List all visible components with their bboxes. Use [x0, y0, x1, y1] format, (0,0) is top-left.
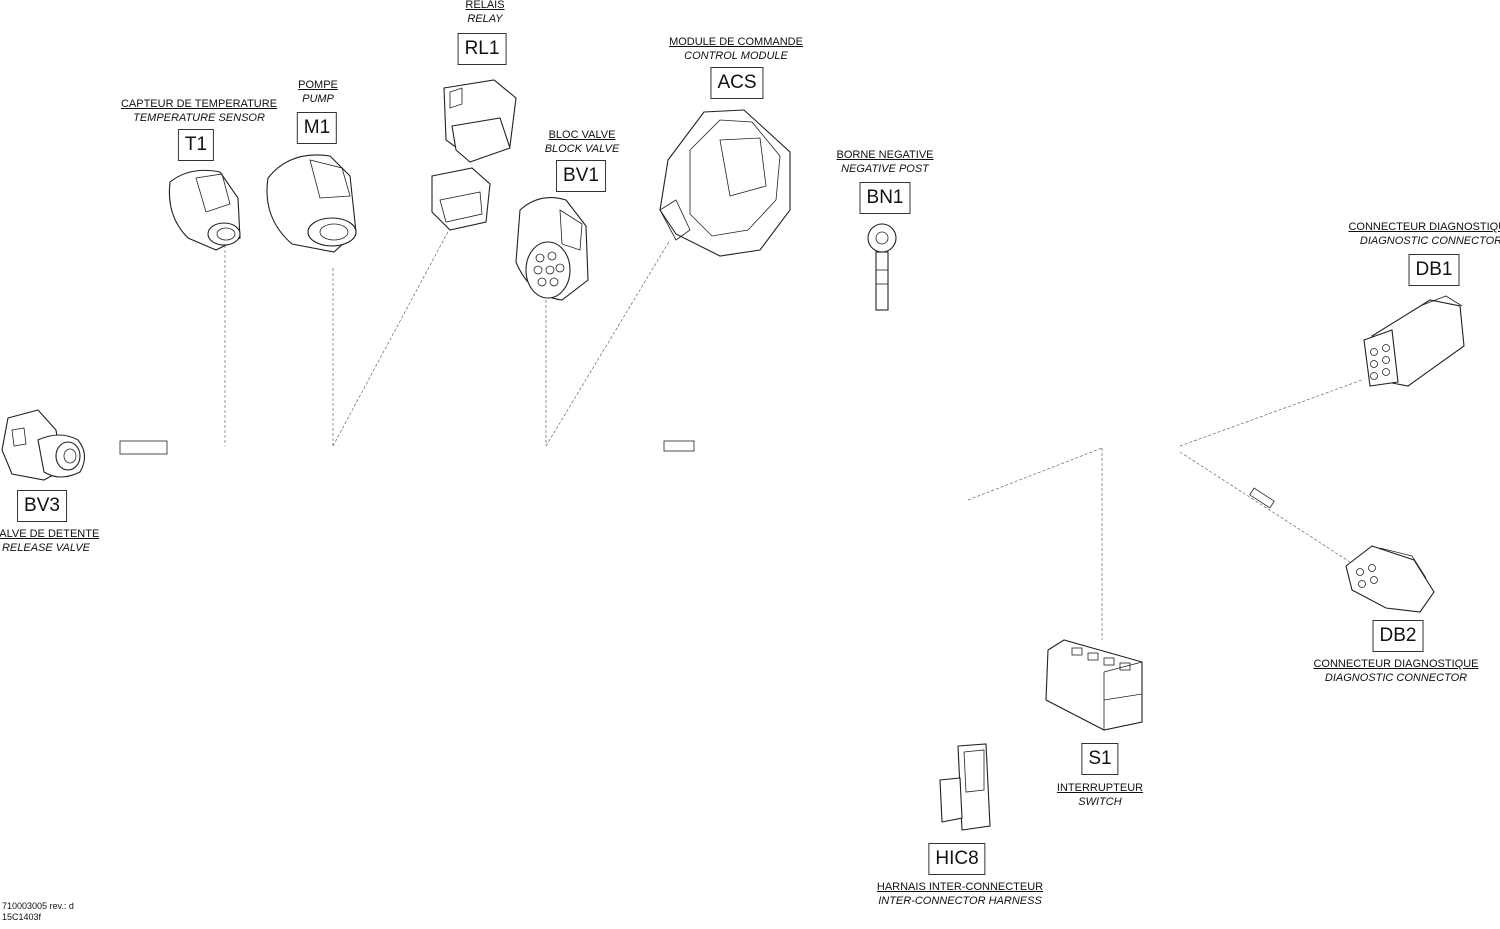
- label-t1-en: TEMPERATURE SENSOR: [133, 112, 265, 124]
- label-db2-fr: CONNECTEUR DIAGNOSTIQUE: [1313, 658, 1479, 670]
- pump-connector-icon: [266, 154, 357, 253]
- code-badge-bv1: BV1: [556, 160, 606, 192]
- negative-post-ring-terminal-icon: [867, 223, 897, 311]
- figure-code: 15C1403f: [2, 912, 42, 922]
- wire-db2: [1179, 451, 1351, 563]
- code-badge-bv3: BV3: [17, 490, 67, 522]
- code-badge-rl1: RL1: [457, 33, 507, 65]
- release-valve-connector-icon: [1, 409, 86, 481]
- label-hic8-fr: HARNAIS INTER-CONNECTEUR: [876, 881, 1044, 893]
- doc-number: 710003005 rev.: d: [2, 901, 74, 911]
- label-s1-en: SWITCH: [1078, 796, 1122, 808]
- label-acs-en: CONTROL MODULE: [684, 50, 788, 62]
- code-badge-db2: DB2: [1372, 620, 1424, 652]
- label-m1-en: PUMP: [302, 93, 334, 105]
- label-bv3-en: RELEASE VALVE: [1, 542, 91, 554]
- code-badge-t1: T1: [177, 129, 215, 161]
- label-rl1-fr: RELAIS: [465, 0, 505, 11]
- label-bn1: BORNE NEGATIVE NEGATIVE POST: [837, 148, 934, 176]
- inter-connector-harness-icon: [939, 743, 991, 831]
- label-s1: INTERRUPTEUR SWITCH: [1057, 781, 1143, 809]
- label-t1: CAPTEUR DE TEMPERATURE TEMPERATURE SENSO…: [121, 97, 277, 125]
- label-db2: CONNECTEUR DIAGNOSTIQUE DIAGNOSTIC CONNE…: [1313, 657, 1478, 685]
- control-module-connector-icon: [659, 109, 791, 257]
- label-db1-en: DIAGNOSTIC CONNECTOR: [1359, 235, 1500, 247]
- code-badge-acs: ACS: [710, 67, 764, 99]
- label-hic8: HARNAIS INTER-CONNECTEUR INTER-CONNECTOR…: [877, 880, 1043, 908]
- wire-branch-left: [967, 447, 1103, 501]
- label-bv1: BLOC VALVE BLOCK VALVE: [545, 128, 620, 156]
- wire-sleeve: [663, 440, 695, 452]
- harness-wires: [119, 227, 1363, 640]
- label-m1-fr: POMPE: [298, 79, 338, 91]
- block-valve-connector-icon: [515, 197, 589, 301]
- wire-sleeve: [1249, 487, 1275, 509]
- wire-db1: [1179, 379, 1363, 447]
- wire-acs: [545, 239, 671, 447]
- code-badge-hic8: HIC8: [928, 843, 986, 875]
- label-bv1-fr: BLOC VALVE: [548, 129, 616, 141]
- diagnostic-connector-db2-icon: [1345, 545, 1435, 613]
- label-bv1-en: BLOCK VALVE: [544, 143, 620, 155]
- temperature-sensor-connector-icon: [168, 169, 241, 251]
- label-m1: POMPE PUMP: [298, 78, 338, 106]
- code-badge-s1: S1: [1081, 743, 1119, 775]
- label-bv3-fr: VALVE DE DETENTE: [0, 528, 100, 540]
- label-bv3: VALVE DE DETENTE RELEASE VALVE: [0, 527, 99, 555]
- label-bn1-fr: BORNE NEGATIVE: [836, 149, 934, 161]
- label-acs-fr: MODULE DE COMMANDE: [669, 36, 803, 48]
- label-acs: MODULE DE COMMANDE CONTROL MODULE: [669, 35, 803, 63]
- label-rl1-en: RELAY: [467, 13, 503, 25]
- switch-connector-icon: [1045, 639, 1143, 731]
- code-badge-db1: DB1: [1408, 254, 1460, 286]
- wire-rl1: [332, 227, 451, 447]
- label-bn1-en: NEGATIVE POST: [841, 163, 929, 175]
- label-db1: CONNECTEUR DIAGNOSTIQUE DIAGNOSTIC CONNE…: [1348, 220, 1500, 248]
- wire-sleeve: [119, 440, 168, 455]
- label-db1-fr: CONNECTEUR DIAGNOSTIQUE: [1348, 221, 1500, 233]
- code-badge-m1: M1: [296, 112, 338, 144]
- label-rl1: RELAIS RELAY: [465, 0, 504, 26]
- code-badge-bn1: BN1: [859, 182, 911, 214]
- relay-icon: [431, 79, 517, 231]
- label-hic8-en: INTER-CONNECTOR HARNESS: [878, 895, 1042, 907]
- label-s1-fr: INTERRUPTEUR: [1056, 782, 1144, 794]
- label-db2-en: DIAGNOSTIC CONNECTOR: [1324, 672, 1468, 684]
- label-t1-fr: CAPTEUR DE TEMPERATURE: [120, 98, 278, 110]
- diagnostic-connector-db1-icon: [1363, 295, 1465, 387]
